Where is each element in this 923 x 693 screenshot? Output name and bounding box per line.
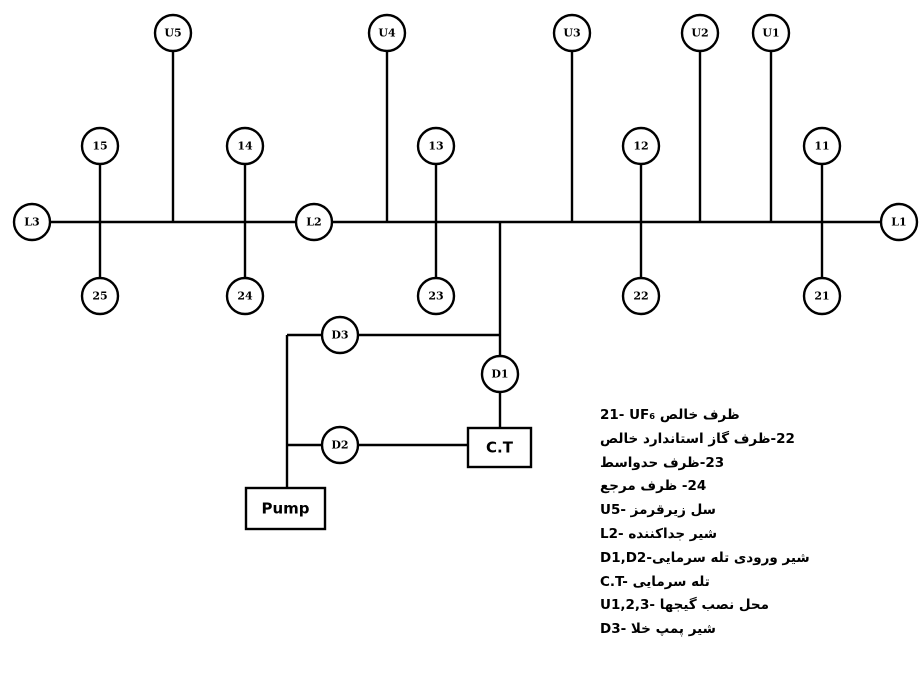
- node-23: 23: [416, 276, 456, 316]
- svg-text:U4: U4: [378, 27, 396, 40]
- svg-text:D1: D1: [491, 368, 508, 381]
- svg-text:U5: U5: [164, 27, 181, 40]
- node-21: 21: [802, 276, 842, 316]
- node-14: 14: [225, 126, 265, 166]
- node-24: 24: [225, 276, 265, 316]
- node-d1: D1: [480, 354, 520, 394]
- svg-text:D3: D3: [331, 329, 348, 342]
- legend-item-u5: U5- سل زیرقرمز: [600, 502, 716, 519]
- node-u2: U2: [680, 13, 720, 53]
- legend: 21- UF₆ ظرف خالص 22-ظرف گاز استاندارد خا…: [600, 404, 905, 642]
- node-u1: U1: [751, 13, 791, 53]
- svg-text:Pump: Pump: [261, 500, 309, 518]
- node-11: 11: [802, 126, 842, 166]
- node-u5: U5: [153, 13, 193, 53]
- cold-trap-box: C.T: [466, 426, 533, 469]
- svg-text:25: 25: [92, 290, 107, 303]
- svg-text:14: 14: [237, 140, 253, 153]
- svg-text:15: 15: [92, 140, 107, 153]
- legend-item-22: 22-ظرف گاز استاندارد خالص: [600, 430, 795, 447]
- node-22: 22: [621, 276, 661, 316]
- legend-item-l2: L2- شیر جداکننده: [600, 525, 717, 542]
- node-13: 13: [416, 126, 456, 166]
- legend-item-23: 23-ظرف حدواسط: [600, 454, 725, 471]
- svg-text:11: 11: [814, 140, 829, 153]
- legend-item-d1-d2: D1,D2-شیر ورودی تله سرمایی: [600, 549, 810, 566]
- legend-item-u123: U1,2,3- محل نصب گیجها: [600, 597, 769, 614]
- node-l2: L2: [294, 202, 334, 242]
- node-l3: L3: [12, 202, 52, 242]
- node-u3: U3: [552, 13, 592, 53]
- node-12: 12: [621, 126, 661, 166]
- node-15: 15: [80, 126, 120, 166]
- svg-text:U2: U2: [691, 27, 708, 40]
- svg-text:L3: L3: [24, 216, 39, 229]
- node-u4: U4: [367, 13, 407, 53]
- legend-item-ct: C.T- تله سرمایی: [600, 573, 710, 590]
- svg-text:22: 22: [633, 290, 648, 303]
- svg-text:24: 24: [237, 290, 253, 303]
- svg-text:U3: U3: [563, 27, 580, 40]
- legend-item-21: 21- UF₆ ظرف خالص: [600, 407, 740, 423]
- svg-text:U1: U1: [762, 27, 779, 40]
- node-l1: L1: [879, 202, 919, 242]
- pump-box: Pump: [244, 486, 327, 531]
- node-25: 25: [80, 276, 120, 316]
- svg-text:D2: D2: [331, 439, 348, 452]
- svg-text:C.T: C.T: [486, 439, 514, 457]
- node-d3: D3: [320, 315, 360, 355]
- svg-text:21: 21: [814, 290, 829, 303]
- svg-text:13: 13: [428, 140, 443, 153]
- legend-item-d3: D3- شیر پمپ خلا: [600, 621, 716, 638]
- node-d2: D2: [320, 425, 360, 465]
- svg-text:23: 23: [428, 290, 443, 303]
- svg-text:12: 12: [633, 140, 648, 153]
- legend-item-24: 24- ظرف مرجع: [600, 478, 707, 495]
- svg-text:L1: L1: [891, 216, 906, 229]
- svg-text:L2: L2: [306, 216, 321, 229]
